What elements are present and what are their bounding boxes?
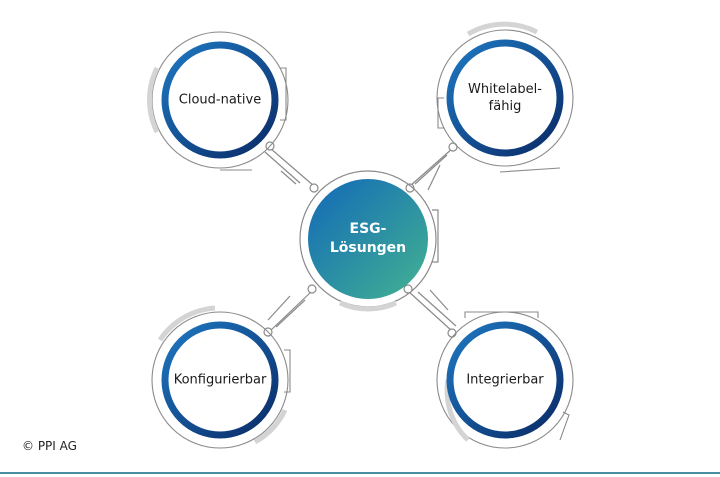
center-label-line1: ESG- [349,221,387,237]
node-label-line: fähig [488,99,522,114]
node-label-line: Cloud-native [178,92,262,108]
node-label-konfigurierbar: Konfigurierbar [174,372,267,389]
node-label-whitelabel: Whitelabel- fähig [468,81,542,115]
center-label: ESG- Lösungen [330,220,406,258]
node-label-cloud-native: Cloud-native [179,92,261,109]
center-label-line2: Lösungen [329,240,407,256]
node-bottom-left [151,305,291,449]
copyright-notice: © PPI AG [22,439,77,453]
bottom-divider [0,472,720,474]
center-node [299,170,439,312]
node-label-line: Whitelabel- [468,82,542,97]
node-label-integrierbar: Integrierbar [466,372,543,389]
node-label-line: Konfigurierbar [173,372,267,388]
node-bottom-right [436,311,574,449]
node-top-left [147,31,289,171]
node-label-line: Integrierbar [466,372,544,388]
node-top-right [436,21,574,173]
